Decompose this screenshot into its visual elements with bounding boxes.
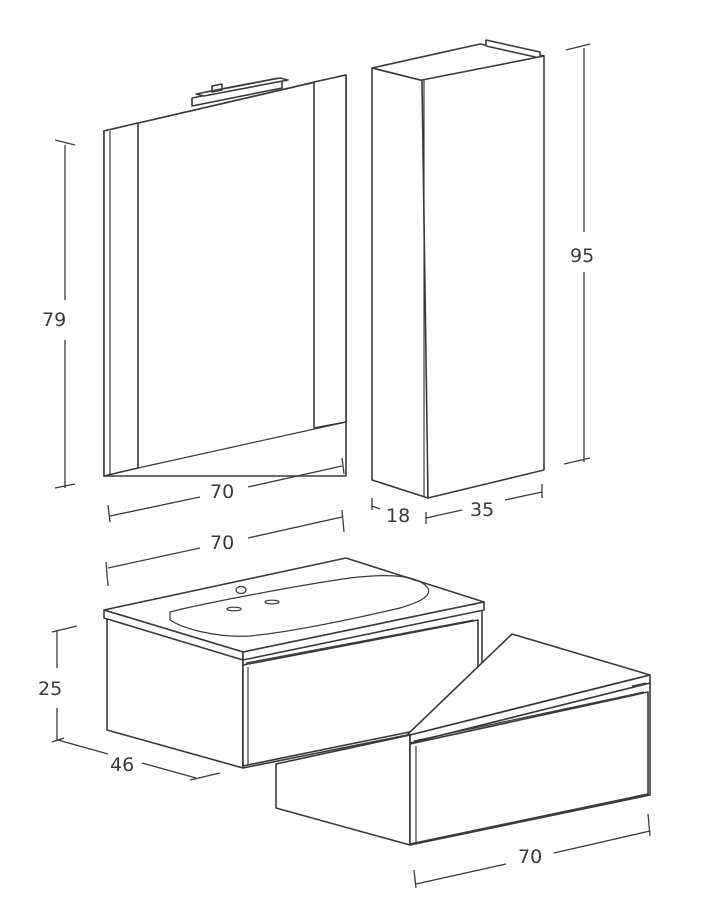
basin-bowl: [169, 575, 430, 637]
mirror-side-panel: [313, 74, 347, 429]
dim-vanity-width: 70: [105, 509, 345, 587]
column-front: [421, 55, 545, 499]
drawer-unit-drawer: [409, 691, 649, 845]
dim-drawer-unit-width: 70: [413, 813, 651, 889]
tap-hole: [235, 585, 247, 595]
dim-mirror-height: 79: [42, 139, 76, 489]
dim-vanity-height: 25: [38, 625, 78, 743]
mirror-light-fixture: [191, 77, 289, 107]
overflow-slot-left: [226, 606, 242, 612]
drawer-unit: [275, 633, 651, 846]
dim-label-mirror-width: 70: [210, 481, 234, 503]
column-side: [371, 67, 429, 499]
mirror-body: [103, 74, 347, 477]
tall-column-unit: [371, 39, 545, 499]
overflow-slot-right: [264, 599, 280, 605]
dim-label-drawer-unit-width: 70: [518, 846, 542, 868]
dim-label-column-width: 35: [470, 499, 494, 521]
dim-vanity-depth: 46: [57, 739, 221, 781]
mirror-cabinet: [103, 74, 347, 477]
dim-column-base: 18 35: [371, 484, 543, 527]
dim-label-column-depth: 18: [386, 505, 410, 527]
dim-label-vanity-width: 70: [210, 532, 234, 554]
dim-mirror-width: 70: [107, 457, 345, 523]
dim-label-mirror-height: 79: [42, 309, 66, 331]
dim-column-height: 95: [563, 43, 594, 465]
dim-label-vanity-height: 25: [38, 678, 62, 700]
dim-label-vanity-depth: 46: [110, 754, 134, 776]
dim-label-column-height: 95: [570, 245, 594, 267]
